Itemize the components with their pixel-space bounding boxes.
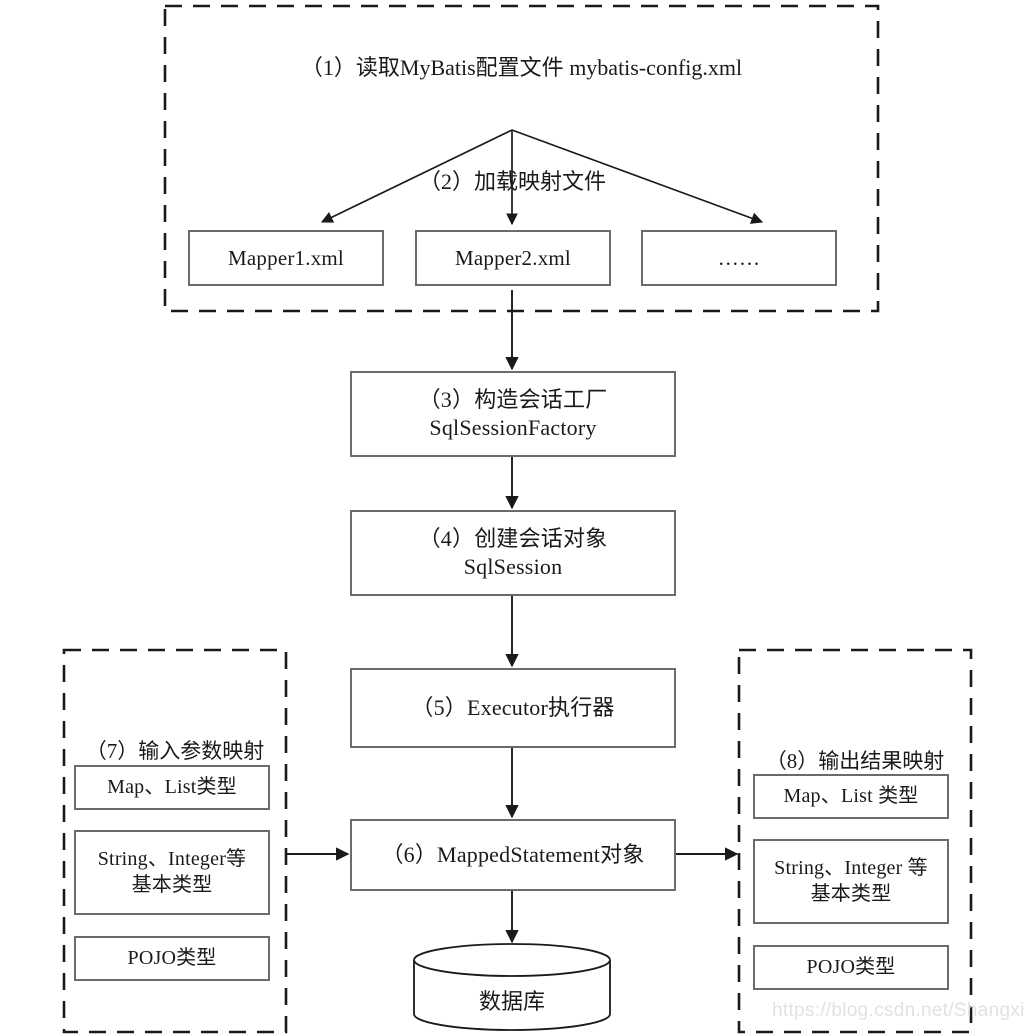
input-item-primitive-line1: String、Integer等 xyxy=(97,847,247,870)
config-group-heading: （1）读取MyBatis配置文件 mybatis-config.xml xyxy=(165,54,878,83)
step-6-line1: （6）MappedStatement对象 xyxy=(381,841,645,867)
step-5-executor[interactable]: （5）Executor执行器 xyxy=(350,668,676,748)
database-cylinder[interactable]: 数据库 xyxy=(412,942,612,1032)
input-group-caption: （7）输入参数映射 xyxy=(85,739,265,763)
input-item-pojo[interactable]: POJO类型 xyxy=(74,936,270,981)
mapper-box-3-label: …… xyxy=(717,245,761,270)
step-4-sqlsession[interactable]: （4）创建会话对象 SqlSession xyxy=(350,510,676,596)
input-item-pojo-label: POJO类型 xyxy=(127,946,217,969)
mapper-box-3[interactable]: …… xyxy=(641,230,837,286)
step-4-line1: （4）创建会话对象 xyxy=(418,525,608,551)
output-item-pojo-label: POJO类型 xyxy=(806,955,896,978)
config-heading-line2: mybatis-config.xml xyxy=(569,55,743,80)
database-cylinder-shape xyxy=(413,943,611,1031)
step-3-line1: （3）构造会话工厂 xyxy=(418,386,608,412)
mapper-box-2[interactable]: Mapper2.xml xyxy=(415,230,611,286)
output-item-map-list[interactable]: Map、List 类型 xyxy=(753,774,949,819)
mapper-box-2-label: Mapper2.xml xyxy=(455,245,571,270)
output-item-primitive-line1: String、Integer 等 xyxy=(774,856,928,879)
output-item-pojo[interactable]: POJO类型 xyxy=(753,945,949,990)
output-item-map-list-label: Map、List 类型 xyxy=(783,784,919,807)
config-heading-line1: （1）读取MyBatis配置文件 xyxy=(300,55,564,80)
input-item-map-list[interactable]: Map、List类型 xyxy=(74,765,270,810)
step-3-sqlsessionfactory[interactable]: （3）构造会话工厂 SqlSessionFactory xyxy=(350,371,676,457)
step-3-line2: SqlSessionFactory xyxy=(429,415,597,440)
mapper-box-1[interactable]: Mapper1.xml xyxy=(188,230,384,286)
input-item-map-list-label: Map、List类型 xyxy=(107,775,237,798)
csdn-watermark: https://blog.csdn.net/Shangxingya xyxy=(772,1000,1026,1021)
input-item-primitive-line2: 基本类型 xyxy=(131,873,213,896)
output-item-primitive-line2: 基本类型 xyxy=(810,882,892,905)
output-item-primitive[interactable]: String、Integer 等 基本类型 xyxy=(753,839,949,924)
input-item-primitive[interactable]: String、Integer等 基本类型 xyxy=(74,830,270,915)
mapper-box-1-label: Mapper1.xml xyxy=(228,245,344,270)
load-mapping-file-label: （2）加载映射文件 xyxy=(418,169,606,194)
database-label: 数据库 xyxy=(478,989,545,1014)
step-5-line1: （5）Executor执行器 xyxy=(411,694,615,720)
output-group-caption: （8）输出结果映射 xyxy=(765,749,945,773)
step-6-mappedstatement[interactable]: （6）MappedStatement对象 xyxy=(350,819,676,891)
step-4-line2: SqlSession xyxy=(463,554,563,579)
